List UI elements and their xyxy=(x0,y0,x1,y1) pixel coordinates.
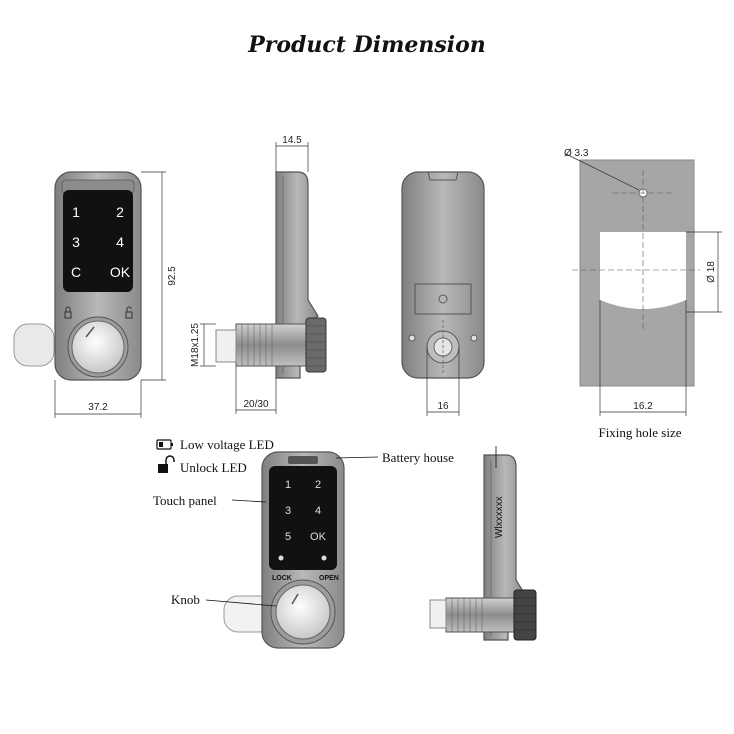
front-key-c: C xyxy=(71,264,81,280)
front-key-1: 1 xyxy=(72,204,80,220)
front-key-2: 2 xyxy=(116,204,124,220)
back-view: 16 xyxy=(401,171,485,416)
panel-key-4: 4 xyxy=(315,505,321,517)
unlock-led-label: Unlock LED xyxy=(180,460,247,475)
battery-house-label: Battery house xyxy=(382,450,454,465)
back-battery-cover xyxy=(414,283,472,315)
low-voltage-led xyxy=(278,555,284,561)
dim-side-depth: 14.5 xyxy=(282,135,302,146)
panel-key-3: 3 xyxy=(285,505,291,517)
side-cam xyxy=(215,329,237,363)
side-view: 14.5 M18x1.25 20/30 xyxy=(190,135,327,414)
panel-key-1: 1 xyxy=(285,479,291,491)
dim-thread: M18x1.25 xyxy=(190,323,201,367)
dim-cam-length: 20/30 xyxy=(243,399,268,410)
back-body xyxy=(401,171,485,379)
front-view: 1 2 3 4 C OK 37.2 92.5 xyxy=(13,171,178,418)
feature-view: Low voltage LED Unlock LED 1 2 3 4 5 OK … xyxy=(153,437,454,649)
panel-key-ok: OK xyxy=(310,531,327,543)
side-thread xyxy=(235,323,307,367)
dim-front-width: 37.2 xyxy=(88,402,108,413)
front-key-4: 4 xyxy=(116,234,124,250)
unlock-led xyxy=(321,555,327,561)
unlock-icon xyxy=(158,455,175,473)
model-label: Wlxxxxxx xyxy=(494,496,505,538)
fixing-hole-view: Ø 3.3 Ø 18 16.2 Fixing hole size xyxy=(564,148,722,440)
dim-back-width: 16 xyxy=(437,401,449,412)
front-knob xyxy=(71,320,125,374)
panel-key-2: 2 xyxy=(315,479,321,491)
battery-icon xyxy=(156,439,173,450)
front-key-3: 3 xyxy=(72,234,80,250)
battery-house xyxy=(288,456,318,464)
side-nut xyxy=(305,317,327,373)
open-mark: OPEN xyxy=(319,575,339,582)
front-bolt xyxy=(13,323,55,367)
front-key-ok: OK xyxy=(110,264,131,280)
side-view-2: Wlxxxxxx xyxy=(429,446,537,641)
dim-hole-large: Ø 18 xyxy=(706,261,717,283)
dim-hole-width: 16.2 xyxy=(633,401,653,412)
page-title: Product Dimension xyxy=(248,32,486,58)
fixing-hole-caption: Fixing hole size xyxy=(598,425,681,440)
touch-panel xyxy=(269,466,337,570)
dim-front-height: 92.5 xyxy=(167,266,178,286)
touch-panel-label: Touch panel xyxy=(153,493,217,508)
front-lock-icon xyxy=(64,306,72,319)
low-voltage-label: Low voltage LED xyxy=(180,437,274,452)
panel-key-5: 5 xyxy=(285,531,291,543)
front-touch-panel xyxy=(63,190,133,292)
front-unlock-icon xyxy=(125,306,133,319)
lock-mark: LOCK xyxy=(272,575,292,582)
dim-hole-small: Ø 3.3 xyxy=(564,148,589,159)
knob-label: Knob xyxy=(171,592,200,607)
knob xyxy=(275,584,331,640)
